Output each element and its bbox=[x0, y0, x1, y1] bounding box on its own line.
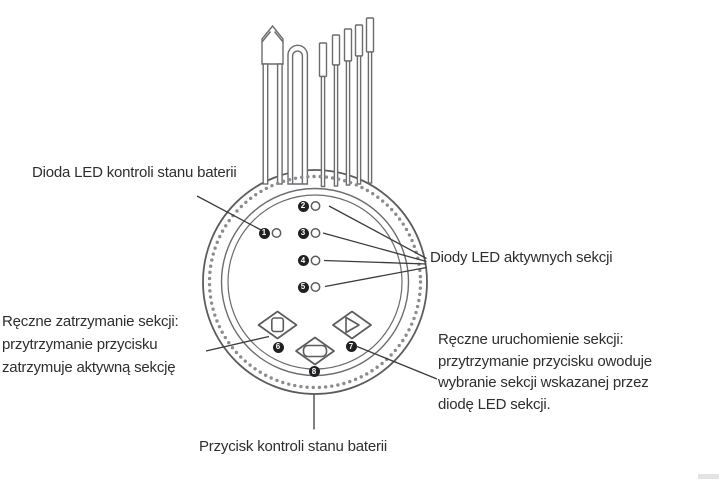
stop-button-label: Ręczne zatrzymanie sekcji: przytrzymanie… bbox=[2, 310, 179, 379]
start-button-label-line2: przytrzymanie przycisku owoduje bbox=[438, 352, 652, 370]
section-leds-label: Diody LED aktywnych sekcji bbox=[430, 249, 613, 266]
section-led-callout-line-3 bbox=[322, 232, 427, 263]
callout-lines bbox=[196, 195, 438, 430]
badge-2: 2 bbox=[297, 200, 309, 212]
start-button-label: Ręczne uruchomienie sekcji: przytrzymani… bbox=[438, 329, 652, 415]
device-buttons bbox=[257, 310, 372, 366]
connector-wire-4 bbox=[354, 24, 364, 185]
led-windows bbox=[271, 201, 321, 292]
section-led-callout-line-5 bbox=[324, 266, 427, 288]
battery-icon bbox=[302, 344, 328, 358]
stake-plug bbox=[261, 24, 284, 185]
section-led-callout-line-2 bbox=[328, 205, 427, 260]
badge-7: 7 bbox=[345, 341, 357, 352]
section-led-callout-line-4 bbox=[323, 259, 427, 265]
play-icon bbox=[345, 316, 360, 334]
stop-button-label-line1: Ręczne zatrzymanie sekcji: bbox=[2, 313, 179, 330]
battery-led-callout-line bbox=[196, 195, 262, 231]
badge-6: 6 bbox=[272, 341, 284, 353]
badge-5: 5 bbox=[297, 281, 309, 293]
stop-button-callout-line bbox=[205, 335, 270, 352]
stop-icon bbox=[270, 317, 285, 333]
stop-button-label-line3: zatrzymuje aktywną sekcję bbox=[2, 359, 176, 376]
start-button-label-line3: wybranie sekcji wskazanej przez bbox=[438, 374, 649, 391]
start-button-callout-line bbox=[356, 345, 438, 380]
section-led-window-4 bbox=[310, 255, 321, 266]
battery-led-label: Dioda LED kontroli stanu baterii bbox=[32, 164, 237, 181]
knurled-rim-texture bbox=[207, 174, 423, 390]
section-led-window-3 bbox=[310, 228, 321, 238]
start-button-label-line4: diodę LED sekcji. bbox=[438, 395, 551, 413]
section-led-window-2 bbox=[310, 201, 321, 211]
connector-wire-3 bbox=[343, 28, 353, 186]
badge-1: 1 bbox=[258, 227, 270, 239]
badge-4: 4 bbox=[297, 255, 309, 266]
battery-led-window bbox=[271, 228, 282, 238]
battery-button-label: Przycisk kontroli stanu baterii bbox=[199, 438, 388, 455]
stop-button-diamond bbox=[257, 310, 298, 340]
device-outer-circle bbox=[202, 169, 428, 395]
battery-check-button-diamond bbox=[295, 336, 335, 366]
wire-loop bbox=[287, 44, 309, 185]
section-led-window-5 bbox=[310, 282, 321, 292]
connector-wire-5 bbox=[365, 17, 375, 184]
stop-button-label-line2: przytrzymanie przycisku bbox=[2, 336, 158, 353]
connector-wire-1 bbox=[318, 42, 328, 188]
badge-8: 8 bbox=[308, 366, 320, 377]
sensor-wires bbox=[261, 17, 375, 188]
watermark bbox=[698, 474, 719, 479]
connector-wire-2 bbox=[331, 34, 341, 187]
badge-3: 3 bbox=[297, 227, 309, 239]
start-button-diamond bbox=[332, 310, 372, 340]
start-button-label-line1: Ręczne uruchomienie sekcji: bbox=[438, 331, 624, 348]
